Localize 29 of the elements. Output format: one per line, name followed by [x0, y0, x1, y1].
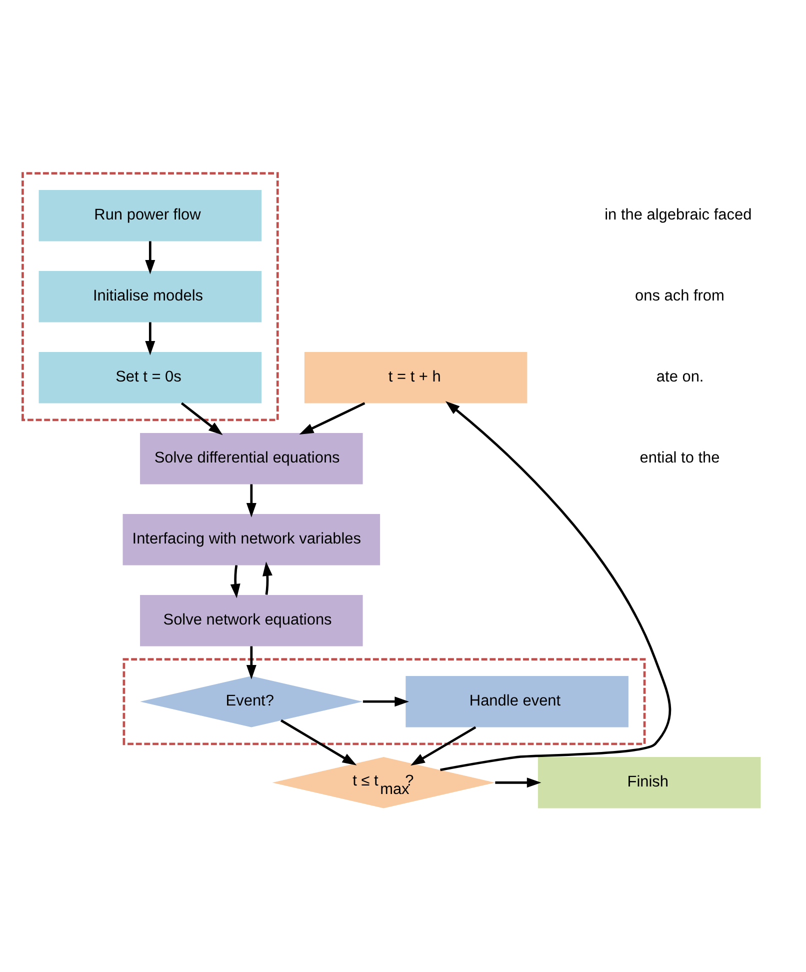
- arrow: [362, 696, 410, 707]
- node-box: Handle event: [406, 676, 628, 728]
- arrow: [145, 322, 156, 356]
- node-box: Solve network equations: [140, 595, 363, 646]
- node-box: Solve differential equations: [140, 433, 363, 484]
- node-box: Run power flow: [38, 190, 262, 242]
- cluster: [122, 658, 646, 746]
- label: ential to the: [640, 450, 720, 467]
- label: ons ach from: [634, 288, 724, 305]
- arrow: [145, 241, 156, 274]
- arrow: [262, 562, 272, 595]
- arrow: [299, 402, 366, 435]
- arrow: [410, 726, 476, 766]
- node-box: Initialise models: [38, 270, 262, 322]
- arrow: [440, 401, 671, 772]
- node-box: Finish: [538, 757, 761, 808]
- cluster: [22, 172, 279, 422]
- arrow: [180, 402, 223, 436]
- arrow: [230, 565, 240, 598]
- arrow: [495, 778, 542, 788]
- node-box: t = t + h: [304, 352, 528, 404]
- node-box: Interfacing with network variables: [122, 514, 380, 566]
- arrow: [246, 484, 256, 518]
- label: ate on.: [656, 368, 704, 386]
- arrow: [246, 646, 256, 680]
- node-diamond: Event?: [140, 676, 363, 728]
- node-box: Set t = 0s: [38, 352, 262, 404]
- label: in the algebraic faced: [604, 206, 752, 224]
- arrow: [280, 719, 357, 766]
